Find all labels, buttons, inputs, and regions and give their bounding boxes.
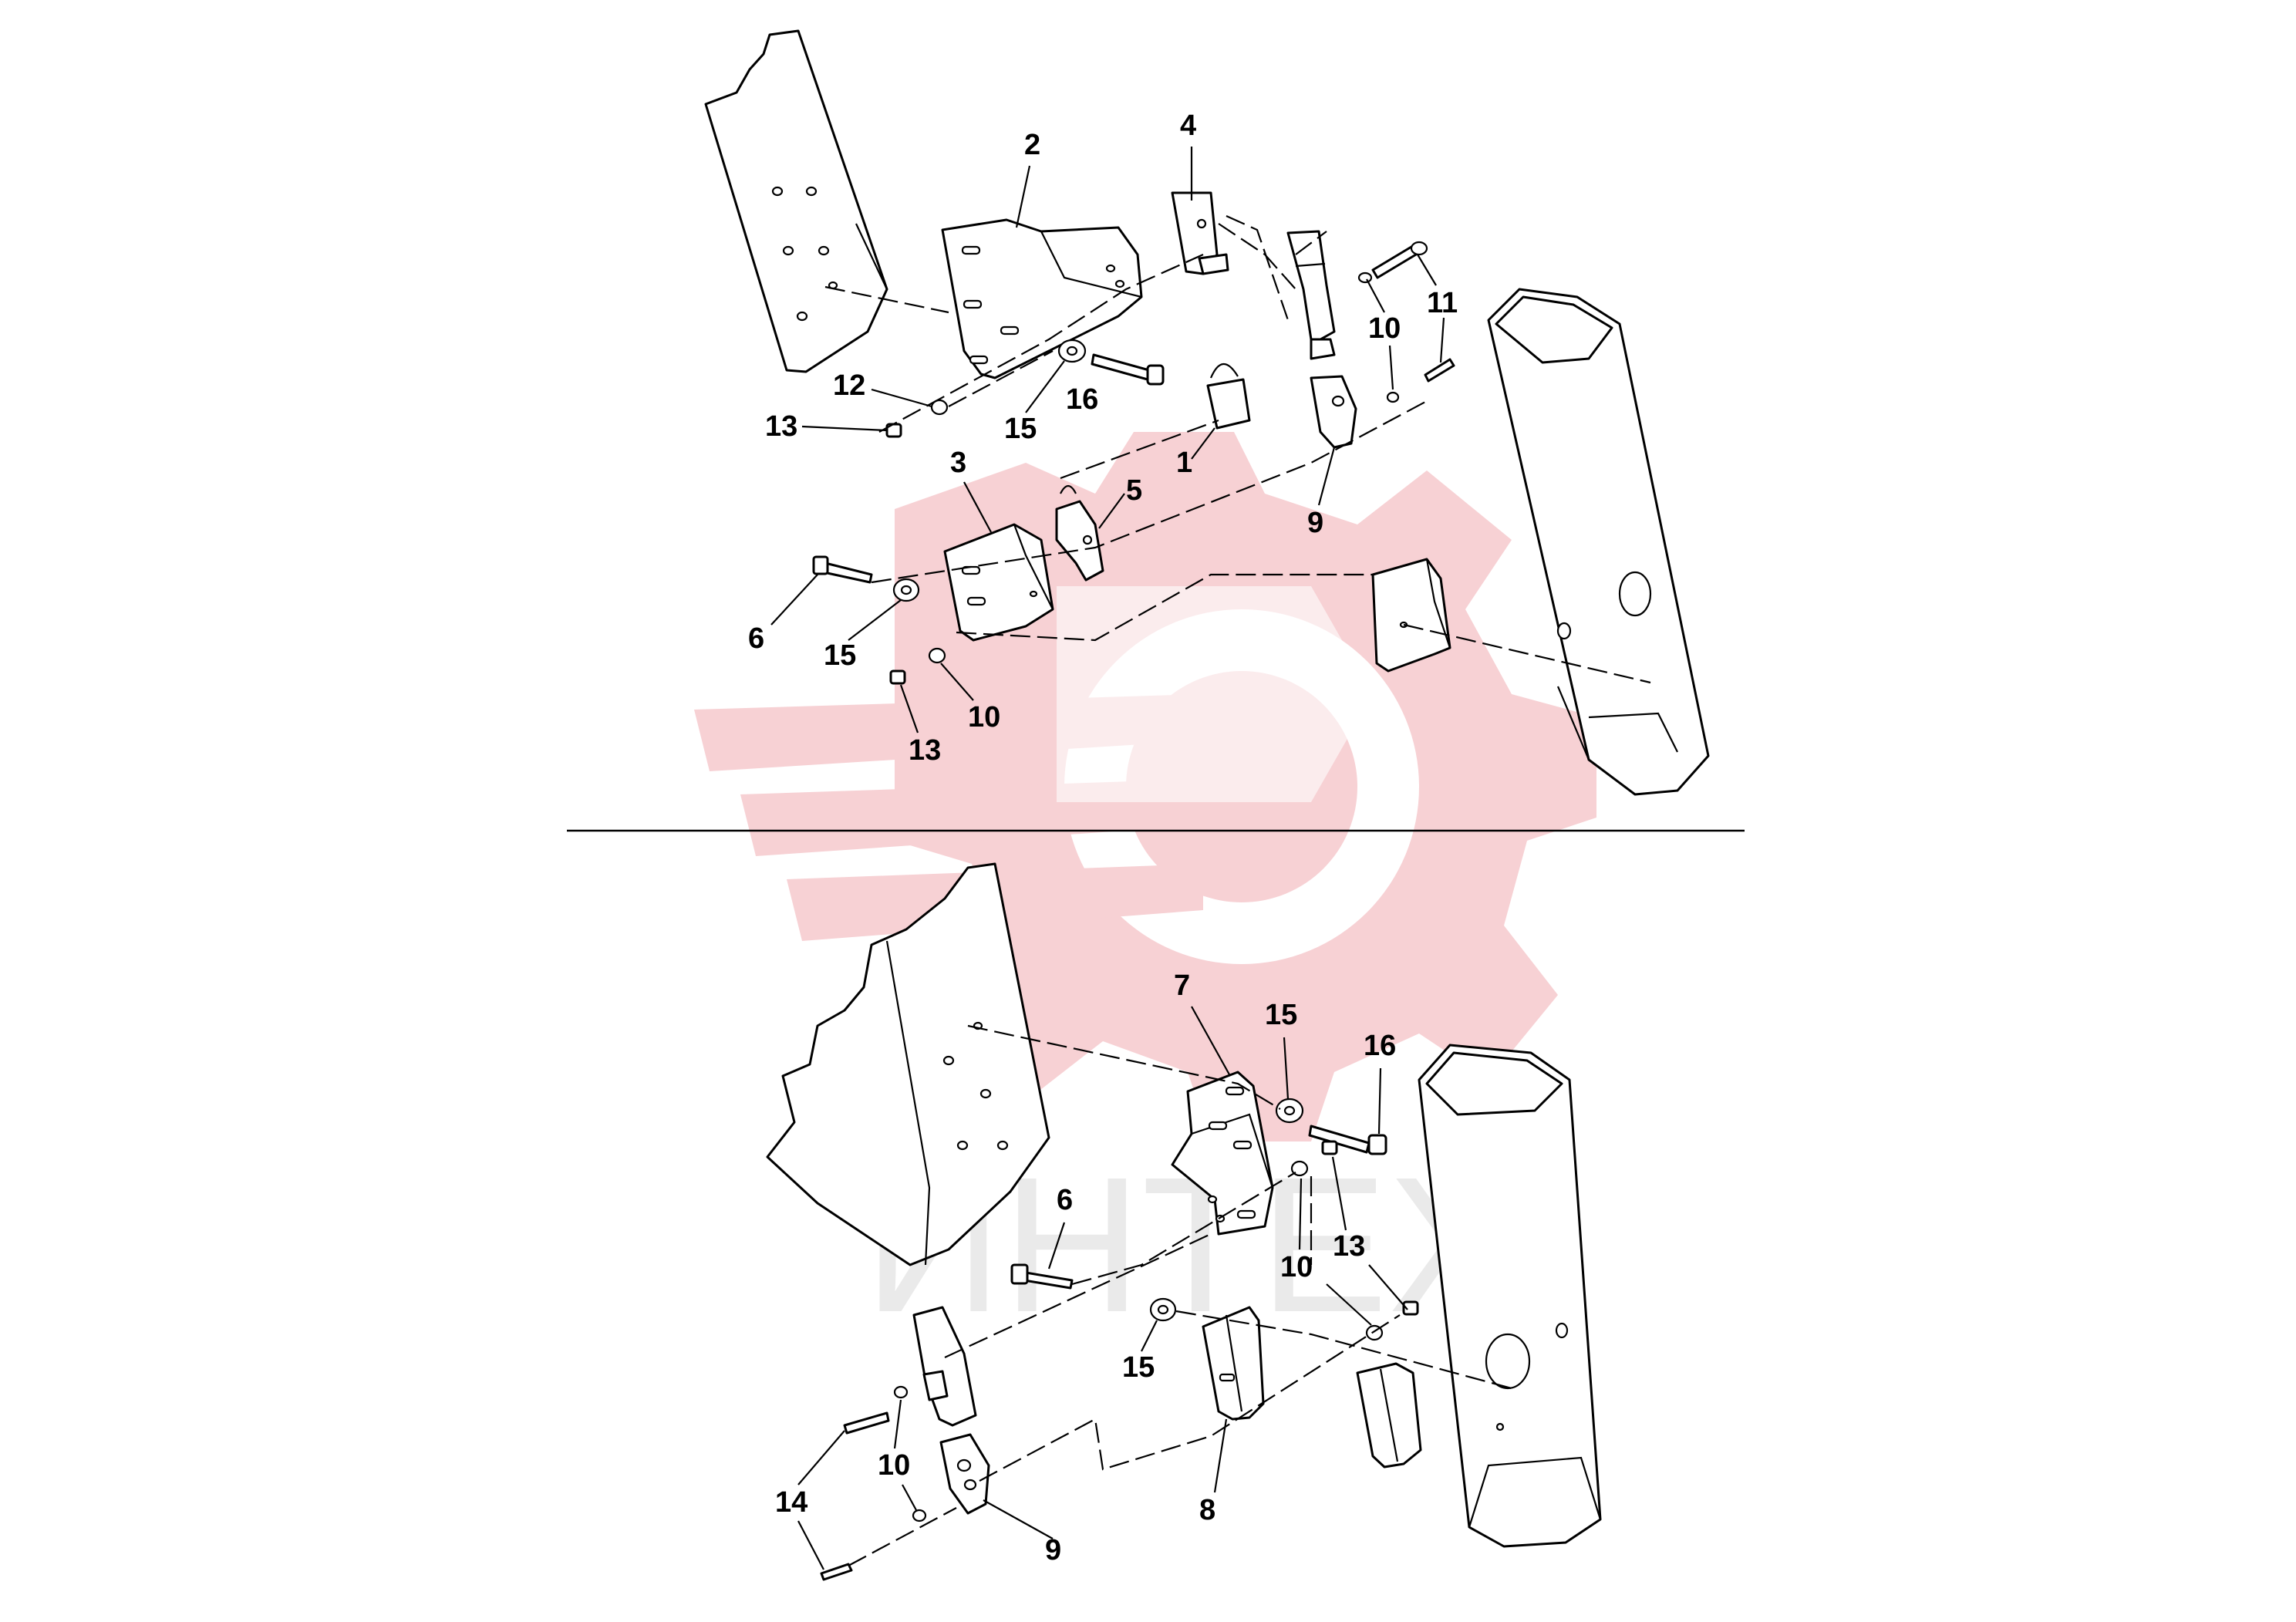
bracket-2-slots bbox=[961, 245, 1125, 365]
screw-14-upper bbox=[843, 1411, 890, 1435]
nut-13-bottom-a bbox=[1321, 1140, 1338, 1155]
padlock-1 bbox=[1206, 363, 1251, 430]
nut-13-bottom-b bbox=[1402, 1300, 1419, 1316]
callout-10-lower: 10 bbox=[968, 701, 1000, 733]
callout-9-top: 9 bbox=[1307, 507, 1323, 539]
bracket-7-slots bbox=[1207, 1086, 1256, 1223]
frame-holes-bottom bbox=[942, 1021, 1009, 1151]
bracket-5 bbox=[1055, 500, 1104, 582]
callout-15-top: 15 bbox=[1004, 413, 1037, 445]
bolt-6-top bbox=[822, 561, 873, 584]
mount-bracket-top bbox=[1371, 558, 1451, 673]
callout-13-top: 13 bbox=[765, 410, 797, 443]
callout-15-bottom-top: 15 bbox=[1265, 999, 1297, 1031]
callout-16-bottom: 16 bbox=[1364, 1030, 1396, 1062]
latch-9 bbox=[1310, 375, 1357, 449]
frame-holes bbox=[771, 186, 838, 322]
callout-1: 1 bbox=[1176, 447, 1192, 479]
bracket-2 bbox=[941, 218, 1143, 379]
bottom-callouts: 7 15 16 6 13 10 15 10 14 9 8 bbox=[775, 969, 1408, 1570]
screw-14-lower bbox=[820, 1563, 853, 1581]
callout-13-bottom: 13 bbox=[1333, 1230, 1365, 1263]
callout-15-lower: 15 bbox=[824, 639, 856, 672]
washer-10-lower bbox=[928, 647, 946, 664]
tube-post-top bbox=[1487, 288, 1710, 796]
frame-panel bbox=[704, 29, 888, 373]
callout-6-top: 6 bbox=[748, 622, 764, 655]
bottom-diagram bbox=[766, 862, 1602, 1581]
callout-4: 4 bbox=[1180, 110, 1196, 142]
top-diagram bbox=[704, 29, 1710, 796]
callout-2: 2 bbox=[1024, 129, 1040, 161]
washer-12 bbox=[930, 399, 949, 416]
callout-9-bottom: 9 bbox=[1045, 1534, 1061, 1566]
callout-10: 10 bbox=[1368, 312, 1401, 345]
top-dashed-lines bbox=[824, 214, 1651, 684]
callout-6-bottom: 6 bbox=[1057, 1184, 1073, 1216]
callout-13-lower: 13 bbox=[909, 734, 941, 767]
callout-16-top: 16 bbox=[1066, 383, 1098, 416]
bracket-7 bbox=[1171, 1071, 1274, 1236]
latch-9-bottom bbox=[939, 1433, 990, 1515]
latch-keeper bbox=[1286, 230, 1336, 341]
lower-hardware-top bbox=[812, 555, 946, 685]
callout-7: 7 bbox=[1174, 969, 1190, 1002]
callout-10-bottom-left: 10 bbox=[878, 1449, 910, 1482]
top-hardware bbox=[885, 241, 1455, 438]
callout-8: 8 bbox=[1199, 1494, 1215, 1526]
callout-12: 12 bbox=[833, 369, 865, 402]
callout-14: 14 bbox=[775, 1486, 807, 1519]
callout-15-bottom: 15 bbox=[1122, 1351, 1155, 1384]
bolt-16-top bbox=[1091, 353, 1151, 381]
tube-post-bottom bbox=[1418, 1044, 1602, 1548]
bottom-dashed-lines bbox=[848, 1024, 1512, 1566]
callout-3: 3 bbox=[950, 447, 966, 479]
nut-13-lower bbox=[889, 669, 906, 685]
callout-5: 5 bbox=[1126, 474, 1142, 507]
bracket-3-slots bbox=[961, 565, 1038, 606]
callout-10-bottom: 10 bbox=[1280, 1251, 1313, 1283]
bolt-16-bottom bbox=[1308, 1125, 1371, 1154]
top-callouts: 2 4 10 11 12 13 16 15 1 3 5 9 6 15 10 13 bbox=[748, 110, 1458, 767]
callout-11: 11 bbox=[1427, 287, 1458, 319]
